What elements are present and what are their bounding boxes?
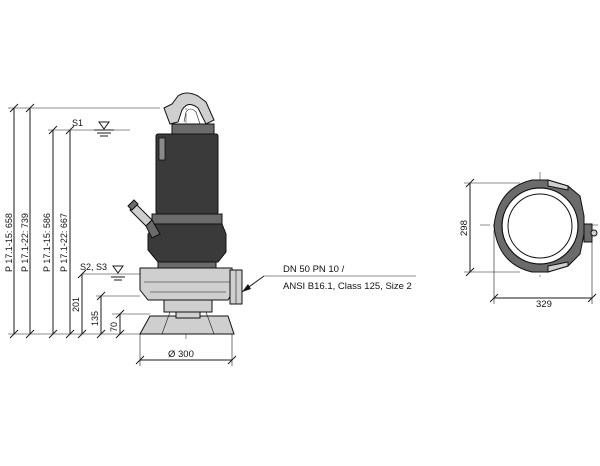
volute-top-ring — [157, 261, 217, 269]
dim-s1-label-1: P 17.1-15: 586 — [42, 213, 52, 272]
dim-total-label-2: P 17.1-22: 739 — [20, 213, 30, 272]
dim-70: 70 — [109, 309, 150, 339]
flange-note: DN 50 PN 10 / ANSI B16.1, Class 125, Siz… — [241, 264, 416, 293]
volute-casing — [139, 267, 235, 301]
dim-s1-height: P 17.1-15: 586 P 17.1-22: 667 — [42, 125, 130, 339]
dim-base-diameter: Ø 300 — [135, 334, 237, 366]
dim-top-height: 298 — [459, 178, 520, 277]
dim-201-label: 201 — [71, 297, 81, 312]
dim-top-width-label: 329 — [536, 299, 552, 310]
water-level-s2-s3-label: S2, S3 — [80, 262, 107, 272]
dim-201: 201 — [71, 269, 87, 339]
dim-135-label: 135 — [90, 311, 100, 326]
pump-side-body — [127, 92, 243, 340]
dim-70-label: 70 — [109, 322, 119, 332]
cable-entry — [171, 123, 215, 135]
base-neck — [163, 299, 213, 313]
water-level-s2-s3: S2, S3 — [80, 262, 150, 281]
dim-base-label: Ø 300 — [168, 349, 194, 360]
dim-top-width: 329 — [489, 230, 597, 310]
top-view: 298 329 — [459, 172, 598, 310]
base-foot — [139, 315, 235, 335]
flange-note-line-2: ANSI B16.1, Class 125, Size 2 — [283, 281, 412, 292]
dim-total-height: P 17.1-15: 658 P 17.1-22: 739 — [4, 103, 160, 339]
water-level-s1: S1 — [72, 118, 114, 137]
motor-lower-ring — [151, 213, 223, 225]
water-level-s1-label: S1 — [72, 118, 83, 128]
dim-top-height-label: 298 — [459, 220, 470, 236]
vent-fitting — [127, 199, 161, 239]
dim-s1-label-2: P 17.1-22: 667 — [59, 213, 69, 272]
side-view: P 17.1-15: 658 P 17.1-22: 739 P 17.1-15:… — [4, 92, 416, 366]
seal-chamber — [147, 223, 227, 263]
dim-total-label-1: P 17.1-15: 658 — [4, 213, 14, 272]
dim-135: 135 — [90, 291, 140, 339]
pump-handle — [163, 92, 215, 125]
top-bore — [507, 193, 573, 259]
base-inlet — [175, 311, 201, 319]
flange-note-line-1: DN 50 PN 10 / — [283, 264, 345, 275]
nameplate — [158, 137, 166, 161]
